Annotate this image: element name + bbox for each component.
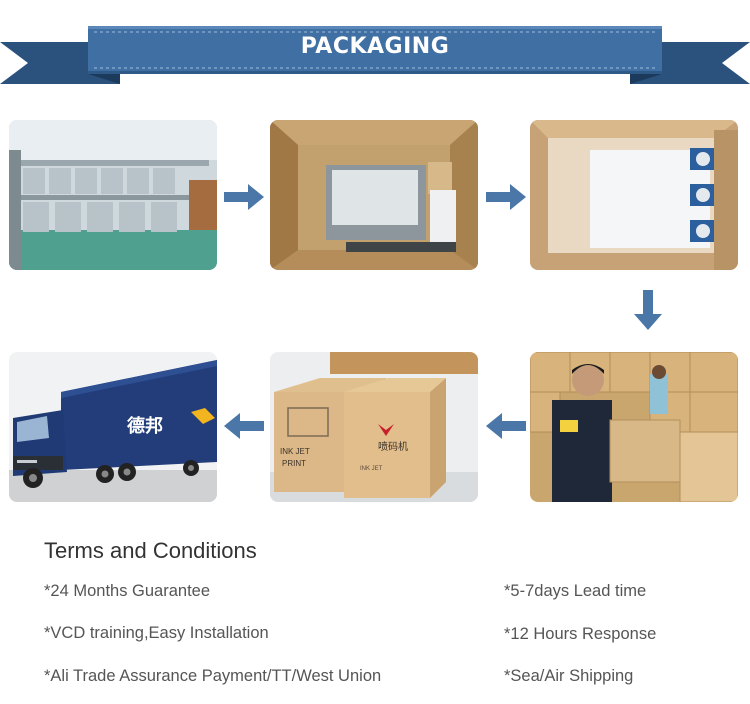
arrow-left-icon <box>486 413 526 439</box>
term-guarantee: *24 Months Guarantee <box>44 582 211 600</box>
term-payment: *Ali Trade Assurance Payment/TT/West Uni… <box>44 667 382 685</box>
box-chinese-text: 喷码机 <box>378 440 408 453</box>
term-training: *VCD training,Easy Installation <box>44 624 269 642</box>
arrow-left-icon <box>224 413 264 439</box>
machine-in-box-photo <box>270 120 478 270</box>
banner-title: PACKAGING <box>300 34 450 59</box>
warehouse-photo <box>9 120 217 270</box>
box-print-text: PRINT <box>282 459 306 468</box>
truck-photo: 德邦 <box>9 352 217 502</box>
arrow-right-icon <box>224 184 264 210</box>
arrow-right-icon <box>486 184 526 210</box>
terms-title: Terms and Conditions <box>44 538 257 563</box>
term-shipping: *Sea/Air Shipping <box>504 667 634 685</box>
box-ink-text: INK JET <box>360 466 383 472</box>
foam-packed-box-photo <box>530 120 738 270</box>
packaging-banner: PACKAGING <box>0 22 750 92</box>
workers-packing-photo <box>530 352 738 502</box>
boxed-machines-photo: INK JET 喷码机 INK JET PRINT <box>270 352 478 502</box>
truck-logo-text: 德邦 <box>127 415 163 437</box>
term-lead-time: *5-7days Lead time <box>504 582 647 600</box>
term-response: *12 Hours Response <box>504 625 657 643</box>
banner-ribbon <box>0 26 750 84</box>
box-inkjet-text: INK JET <box>280 447 310 456</box>
arrow-down-icon <box>634 290 662 330</box>
